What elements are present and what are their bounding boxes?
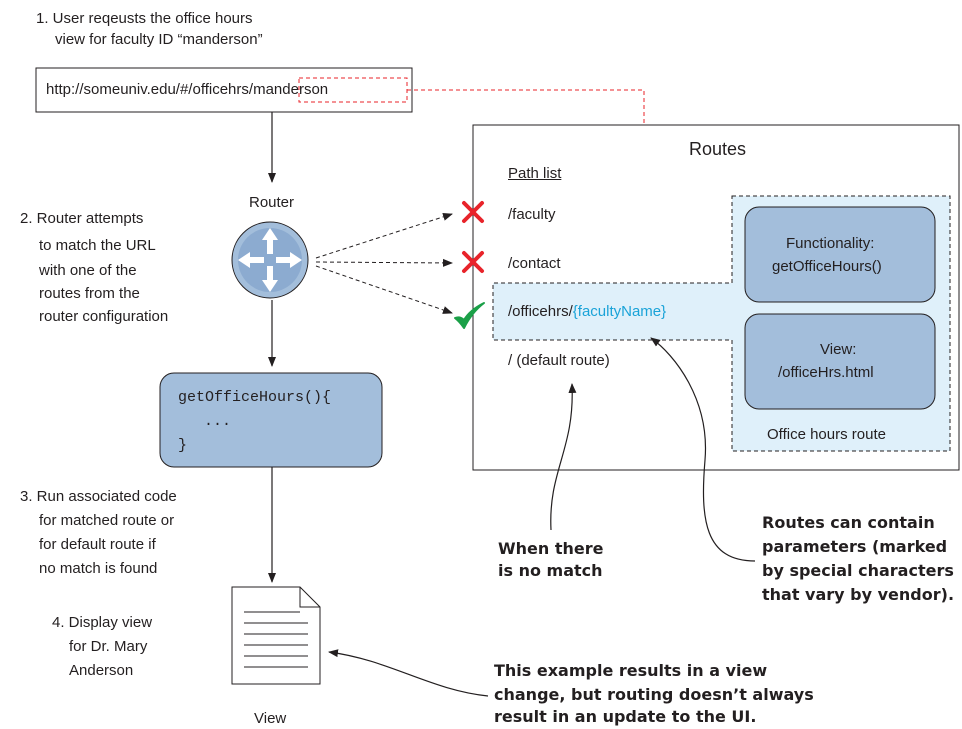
step2-line1: 2. Router attempts — [20, 210, 144, 227]
functionality-label: Functionality: — [786, 235, 875, 252]
document-icon — [231, 586, 321, 685]
step4-line1: 4. Display view — [52, 614, 153, 631]
example-callout-line1: This example results in a view — [494, 661, 768, 680]
code-line-1: getOfficeHours(){ — [178, 389, 332, 406]
path-default: / (default route) — [508, 352, 610, 369]
step3-line4: no match is found — [39, 560, 158, 577]
example-callout-line2: change, but routing doesn’t always — [494, 685, 814, 704]
router-label: Router — [249, 194, 295, 211]
params-callout-line2: parameters (marked — [762, 537, 948, 556]
code-line-2: ... — [204, 413, 232, 430]
example-callout-arrow — [328, 649, 489, 697]
example-callout-line3: result in an update to the UI. — [494, 707, 757, 726]
router-to-officehrs-arrow — [315, 265, 453, 314]
functionality-box — [744, 206, 936, 303]
match-check-icon — [454, 302, 485, 329]
step3-line3: for default route if — [39, 536, 156, 553]
step3-line2: for matched route or — [39, 512, 175, 529]
code-line-3: } — [178, 437, 188, 454]
functionality-value: getOfficeHours() — [772, 258, 882, 275]
step2-line4: routes from the — [39, 285, 140, 302]
no-match-x-icon — [462, 251, 484, 273]
params-callout-line3: by special characters — [762, 561, 954, 580]
router-to-faculty-arrow — [315, 212, 453, 259]
step4-line2: for Dr. Mary — [69, 638, 148, 655]
path-param-faculty-name: {facultyName} — [572, 303, 667, 320]
url-text: http://someuniv.edu/#/officehrs/manderso… — [46, 79, 328, 100]
step2-line2: to match the URL — [39, 237, 156, 254]
router-icon — [231, 221, 309, 299]
routes-title: Routes — [689, 139, 747, 159]
url-base: http://someuniv.edu/#/officehrs/ — [46, 81, 254, 98]
params-callout-line4: that vary by vendor). — [762, 585, 955, 604]
params-callout-arrow — [650, 337, 756, 562]
code-box — [159, 372, 383, 468]
router-to-contact-arrow — [315, 258, 453, 267]
path-officehrs-prefix: /officehrs/ — [508, 303, 573, 320]
path-faculty: /faculty — [508, 206, 556, 223]
view-label: View — [254, 710, 287, 727]
url-param: manderson — [253, 81, 329, 98]
step1-line2: view for faculty ID “manderson” — [55, 31, 263, 48]
step2-line5: router configuration — [39, 308, 169, 325]
nomatch-callout-line1: When there — [498, 539, 604, 558]
no-match-x-icon — [462, 201, 484, 223]
path-contact: /contact — [508, 255, 561, 272]
step1-line1: 1. User reqeusts the office hours — [36, 10, 253, 27]
view-box — [744, 313, 936, 410]
nomatch-callout-line2: is no match — [498, 561, 603, 580]
nomatch-callout-arrow — [550, 383, 577, 531]
view-box-label: View: — [820, 341, 857, 358]
path-officehrs: /officehrs/{facultyName} — [508, 301, 666, 322]
step4-line3: Anderson — [69, 662, 134, 679]
path-list-label: Path list — [508, 165, 562, 182]
step2-line3: with one of the — [39, 262, 137, 279]
step3-line1: 3. Run associated code — [20, 488, 177, 505]
params-callout-line1: Routes can contain — [762, 513, 935, 532]
office-hours-route-label: Office hours route — [767, 426, 886, 443]
url-box — [35, 67, 413, 113]
view-box-value: /officeHrs.html — [778, 364, 874, 381]
